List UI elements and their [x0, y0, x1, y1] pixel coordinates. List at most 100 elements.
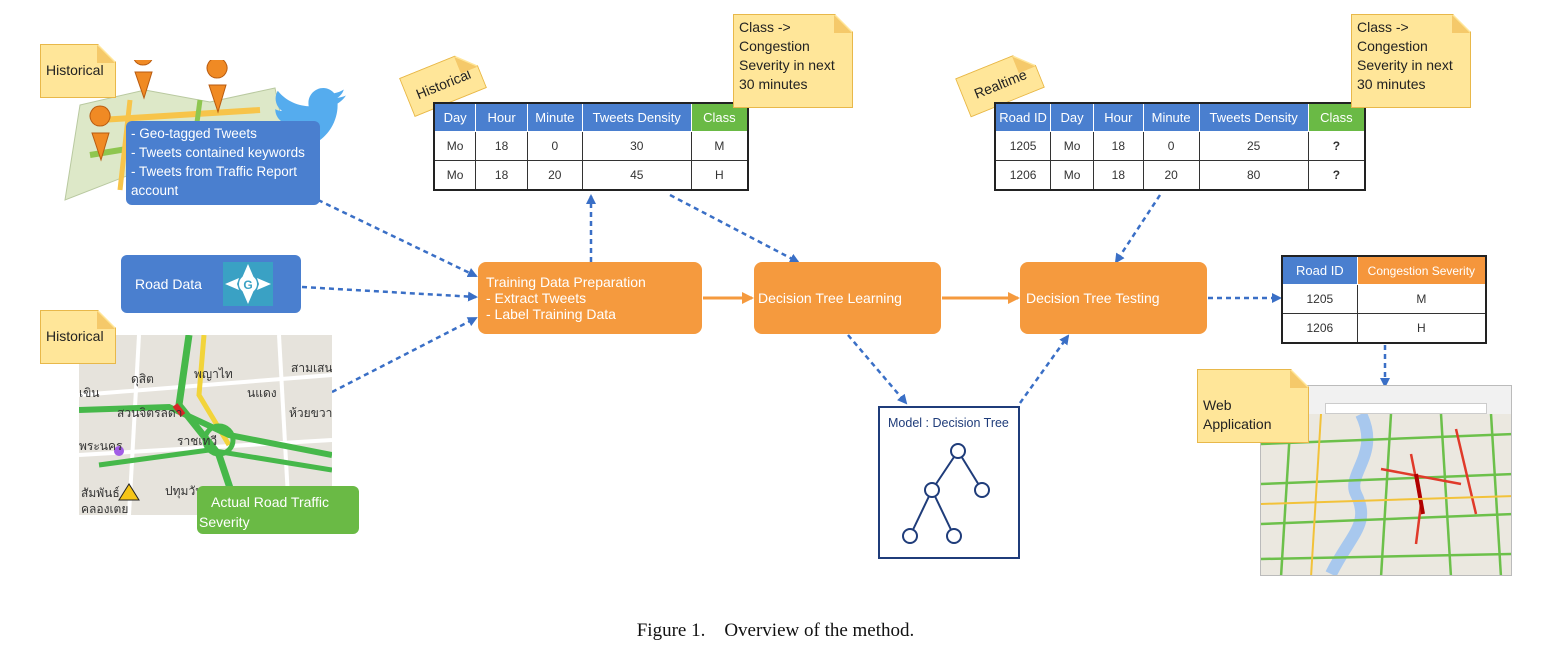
- column-header: Hour: [475, 102, 528, 132]
- column-header: Minute: [526, 102, 583, 132]
- realtime-data-table: Road ID Day Hour Minute Tweets Density C…: [994, 102, 1366, 191]
- table-cell: H: [690, 160, 749, 191]
- table-cell: 0: [1142, 131, 1200, 161]
- table-row: 1205 Mo 18 0 25 ?: [994, 131, 1366, 161]
- table-cell: 18: [1092, 131, 1144, 161]
- column-header: Hour: [1092, 102, 1144, 132]
- note-historical-traffic: Historical: [40, 310, 116, 364]
- column-header: Day: [433, 102, 477, 132]
- arrow-traffic-to-prep: [331, 316, 478, 394]
- location-pin-icon: [89, 105, 111, 162]
- location-pin-icon: [206, 60, 228, 114]
- map-label: ราชเทวี: [177, 434, 217, 448]
- table-cell: ?: [1307, 131, 1366, 161]
- model-label: Model : Decision Tree: [888, 416, 1009, 430]
- column-header: Class: [690, 102, 749, 132]
- location-pin-icon: [133, 60, 153, 100]
- table-cell: Mo: [433, 131, 477, 161]
- table-cell: 45: [581, 160, 692, 191]
- process-title: Decision Tree Testing: [1026, 290, 1160, 306]
- table-row: Mo 18 0 30 M: [433, 131, 749, 161]
- process-step: - Extract Tweets: [486, 290, 587, 306]
- column-header: Minute: [1142, 102, 1200, 132]
- process-title: Training Data Preparation: [486, 274, 646, 290]
- actual-traffic-box: Actual Road Traffic Severity: [197, 486, 359, 534]
- note-text: Class -> Congestion Severity in next 30 …: [1357, 19, 1453, 92]
- map-label: ดุสิต: [131, 372, 154, 387]
- decision-tree-testing-box: Decision Tree Testing: [1020, 262, 1207, 334]
- table-cell: 1205: [994, 131, 1052, 161]
- road-data-label: Road Data: [135, 276, 202, 292]
- traffic-map-illustration: ดุสิต พญาไท สามเสน สวนจิตรลดา ราชเทวี ปท…: [79, 335, 332, 515]
- actual-traffic-label: Actual Road Traffic Severity: [199, 494, 330, 530]
- warning-sign-icon: [118, 483, 140, 501]
- tweets-source-line: - Tweets from Traffic Report account: [131, 164, 298, 198]
- table-cell: H: [1356, 313, 1487, 344]
- map-label: สวนจิตรลดา: [117, 406, 182, 420]
- decision-tree-learning-box: Decision Tree Learning: [754, 262, 941, 334]
- column-header: Day: [1050, 102, 1094, 132]
- training-data-table: Day Hour Minute Tweets Density Class Mo …: [433, 102, 749, 191]
- model-decision-tree-box: Model : Decision Tree: [878, 406, 1020, 559]
- arrow-realtime-to-testing: [1114, 194, 1162, 264]
- column-header: Tweets Density: [581, 102, 692, 132]
- table-cell: 18: [475, 160, 528, 191]
- table-header-row: Road ID Day Hour Minute Tweets Density C…: [994, 102, 1366, 132]
- table-row: 1206 Mo 18 20 80 ?: [994, 160, 1366, 191]
- column-header: Congestion Severity: [1356, 255, 1487, 285]
- process-step: - Label Training Data: [486, 306, 616, 322]
- table-header-row: Day Hour Minute Tweets Density Class: [433, 102, 749, 132]
- table-header-row: Road ID Congestion Severity: [1281, 255, 1487, 285]
- table-cell: Mo: [1050, 160, 1094, 191]
- note-text: Historical: [46, 62, 104, 78]
- tweets-source-line: - Tweets contained keywords: [131, 145, 305, 160]
- table-cell: 25: [1198, 131, 1309, 161]
- note-historical-tweets: Historical: [40, 44, 116, 98]
- note-text: Class -> Congestion Severity in next 30 …: [739, 19, 835, 92]
- arrow-road-to-prep: [301, 285, 478, 302]
- table-cell: 20: [526, 160, 583, 191]
- process-title: Decision Tree Learning: [758, 290, 902, 306]
- arrow-learning-to-model: [847, 334, 908, 405]
- table-cell: 1206: [994, 160, 1052, 191]
- map-label: คลองเตย: [81, 502, 128, 515]
- map-label: นแดง: [247, 386, 277, 400]
- table-cell: Mo: [1050, 131, 1094, 161]
- table-row: 1206 H: [1281, 313, 1487, 344]
- map-label: สามเสน: [291, 361, 332, 375]
- road-data-box: Road Data G: [121, 255, 301, 313]
- table-cell: M: [1356, 284, 1487, 314]
- table-row: 1205 M: [1281, 284, 1487, 314]
- map-label: พระนคร: [79, 439, 123, 453]
- table-cell: 20: [1142, 160, 1200, 191]
- table-cell: 80: [1198, 160, 1309, 191]
- arrow-tweets-to-prep: [317, 198, 478, 278]
- browser-address-bar: [1325, 403, 1487, 414]
- table-cell: Mo: [433, 160, 477, 191]
- map-label: ปทุมวัน: [165, 484, 203, 499]
- note-class-training: Class -> Congestion Severity in next 30 …: [733, 14, 853, 108]
- note-text: Historical: [413, 65, 474, 103]
- arrow-model-to-testing: [1018, 334, 1070, 404]
- table-cell: 0: [526, 131, 583, 161]
- arrow-table-to-learning: [669, 193, 800, 264]
- table-cell: 18: [1092, 160, 1144, 191]
- training-data-preparation-box: Training Data Preparation - Extract Twee…: [478, 262, 702, 334]
- tree-diagram-icon: [902, 443, 990, 544]
- road-map-logo-icon: G: [223, 262, 273, 306]
- note-text: Historical: [46, 328, 104, 344]
- column-header: Road ID: [1281, 255, 1358, 285]
- table-cell: ?: [1307, 160, 1366, 191]
- column-header: Road ID: [994, 102, 1052, 132]
- note-text: Web Application: [1203, 397, 1272, 432]
- tweets-source-line: - Geo-tagged Tweets: [131, 126, 257, 141]
- column-header: Tweets Density: [1198, 102, 1309, 132]
- table-cell: 18: [475, 131, 528, 161]
- map-label: สัมพันธ์: [81, 486, 120, 500]
- table-cell: 1205: [1281, 284, 1358, 314]
- map-label: พญาไท: [194, 367, 233, 381]
- result-table: Road ID Congestion Severity 1205 M 1206 …: [1281, 255, 1487, 344]
- figure-caption: Figure 1. Overview of the method.: [636, 620, 915, 641]
- map-label: ห้วยขวาง: [289, 406, 332, 420]
